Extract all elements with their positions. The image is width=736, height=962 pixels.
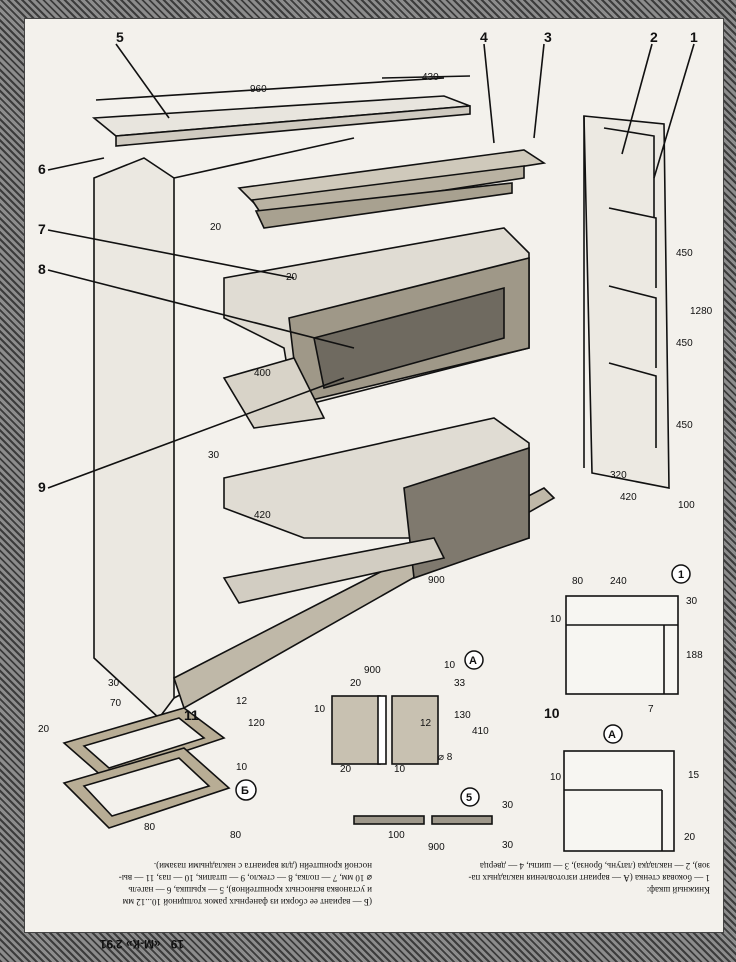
dim-Ab-15: 15 [688,770,700,781]
dim-420: 420 [254,510,271,521]
dim-1280: 1280 [690,306,713,317]
dim-1-80: 80 [572,576,584,587]
part-label-4: 4 [480,29,488,45]
part-label-10: 10 [544,705,560,721]
dim-20-top: 20 [210,222,222,233]
dim-5-900: 900 [428,842,445,853]
dim-A-20: 20 [350,678,362,689]
detail-A2-letter: А [608,729,616,741]
dim-1-188: 188 [686,650,703,661]
detail-5-strip [353,815,425,825]
dim-30: 30 [208,450,220,461]
part-label-5: 5 [116,29,124,45]
detail-A-letter: А [469,655,477,667]
dim-1-7: 7 [648,704,654,715]
right-side-panel [583,115,670,489]
dim-Ab-20: 20 [684,832,696,843]
dim-420-side: 420 [620,492,637,503]
dim-1-30: 30 [686,596,698,607]
dim-1-240: 240 [610,576,627,587]
detail-A2-marker [603,724,623,744]
dim-5-100: 100 [388,830,405,841]
dim-B-12: 12 [236,696,248,707]
dim-B-20: 20 [38,724,50,735]
detail-A-marker [464,650,484,670]
part-label-11: 11 [184,707,199,723]
dim-450-a: 450 [676,248,693,259]
detail-B-marker [235,779,257,801]
dim-A-20b: 20 [340,764,352,775]
dim-960: 960 [250,84,267,95]
bookcase-exploded-drawing: 5 4 3 2 1 6 7 8 9 10 11 А А 1 Б 5 960 43… [38,29,713,853]
detail-1-number: 1 [678,569,684,581]
dim-B-10: 10 [236,762,248,773]
dim-B-80b: 80 [230,830,242,841]
detail-1-frame [565,595,679,695]
dim-5-30a: 30 [502,800,514,811]
detail-B-letter: Б [241,785,249,797]
dim-B-80: 80 [144,822,156,833]
caption-right: Книжный шкаф: 1 — боковая стенка (А — ва… [468,861,710,895]
dim-A-d8: ⌀ 8 [438,752,453,763]
detail-A-plan [563,750,675,852]
dim-100: 100 [678,500,695,511]
issue-label: «М-К» 2'91 [99,937,161,951]
dim-A-10: 10 [444,660,456,671]
dim-450-c: 450 [676,420,693,431]
dim-430: 430 [422,72,439,83]
detail-5-number: 5 [466,792,472,804]
part-label-9: 9 [38,479,46,495]
dim-1-10: 10 [550,614,562,625]
dim-450-b: 450 [676,338,693,349]
dim-A-410: 410 [472,726,489,737]
dim-A-900: 900 [364,665,381,676]
middle-shelf [222,357,326,429]
dim-B-120: 120 [248,718,265,729]
dim-Ab-10: 10 [550,772,562,783]
dim-B-30: 30 [108,678,120,689]
part-label-7: 7 [38,221,46,237]
dim-400: 400 [254,368,271,379]
drawing-sheet: 5 4 3 2 1 6 7 8 9 10 11 А А 1 Б 5 960 43… [24,18,724,933]
dim-320: 320 [610,470,627,481]
dim-B-70: 70 [110,698,122,709]
bottom-panel [222,537,446,604]
dim-A-12: 12 [420,718,432,729]
part-label-6: 6 [38,161,46,177]
dim-900-bottom: 900 [428,575,445,586]
page-footer: 19 «М-К» 2'91 [24,933,184,955]
dim-A-10c: 10 [394,764,406,775]
dim-A-130: 130 [454,710,471,721]
dim-20-shelf: 20 [286,272,298,283]
part-label-3: 3 [544,29,552,45]
detail-5-marker [460,787,480,807]
part-label-1: 1 [690,29,698,45]
part-label-2: 2 [650,29,658,45]
dim-5-30b: 30 [502,840,514,851]
page-number: 19 [170,937,184,951]
detail-1-marker [671,564,691,584]
detail-A-section [331,695,381,765]
part-label-8: 8 [38,261,46,277]
caption-left: (Б — вариант ее сборки из фанерных рамок… [118,861,372,907]
dim-A-33: 33 [454,678,466,689]
dim-A-10b: 10 [314,704,326,715]
